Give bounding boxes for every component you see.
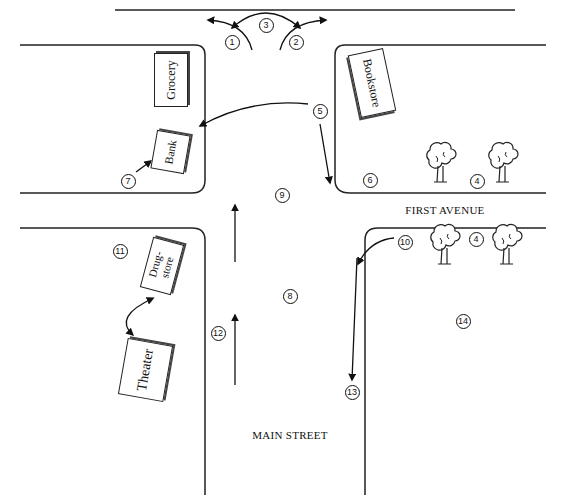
building-box: Drug- store [140,237,184,296]
building-box: Grocery [154,53,188,107]
street-name: MAIN STREET [250,429,330,441]
callout-number: 12 [211,326,226,341]
callout-number: 10 [398,235,413,250]
building-box: Bookstore [348,48,397,118]
callout-number: 2 [289,35,304,50]
building-box: Theater [117,338,172,402]
callout-number: 13 [345,385,360,400]
callout-number: 5 [313,104,328,119]
building-name: Theater [134,348,156,393]
building-name: Grocery [165,60,178,99]
walk-arrow [126,298,153,335]
callout-number: 14 [456,314,471,329]
building-name: Bank [162,139,178,165]
callout-number: 9 [275,188,290,203]
building-name: Bookstore [361,58,384,109]
callout-number: 4 [469,232,484,247]
callout-number: 3 [259,18,274,33]
callout-number: 1 [225,35,240,50]
callout-number: 7 [121,174,136,189]
callout-number: 8 [283,289,298,304]
callout-number: 4 [470,174,485,189]
callout-number: 11 [113,244,128,259]
building-box: Bank [150,130,190,174]
callout-number: 6 [363,173,378,188]
road-edges [20,10,546,495]
street-name: FIRST AVENUE [403,204,486,216]
building-name: Drug- store [146,245,178,288]
